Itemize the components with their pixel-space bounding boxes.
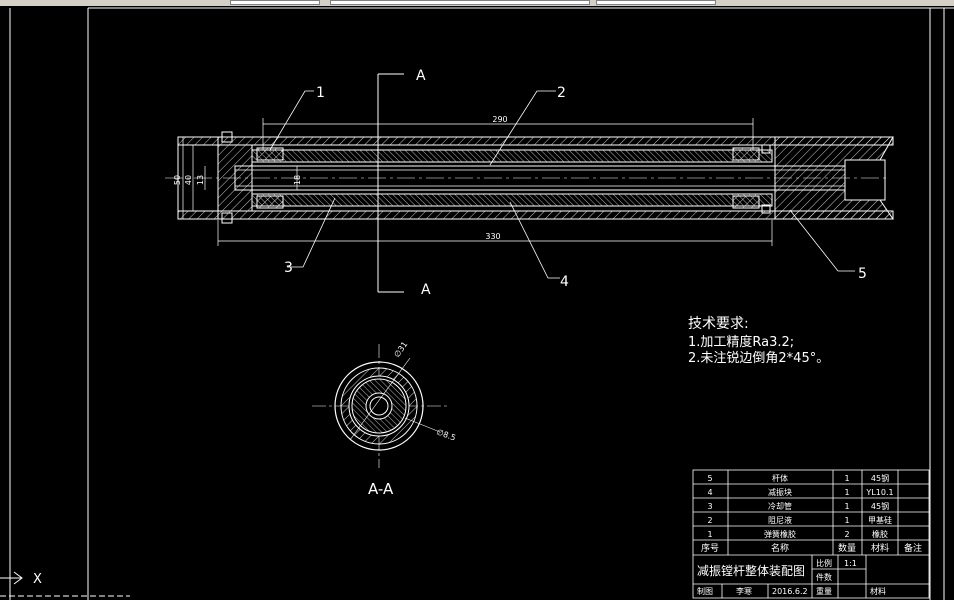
- row-material: 45钢: [871, 473, 889, 483]
- weight-label: 重量: [816, 586, 832, 596]
- row-no: 4: [707, 488, 712, 497]
- drawing-canvas[interactable]: 290 330 50 40 13 18 A A 1 2 3 4 5 ∅31 ∅8…: [0, 6, 954, 600]
- row-name: 弹簧橡胶: [764, 529, 796, 539]
- tech-req-line1: 1.加工精度Ra3.2;: [688, 334, 794, 350]
- header-no: 序号: [701, 542, 719, 554]
- dim-section-85: ∅8.5: [435, 427, 457, 442]
- section-mark-top: A: [416, 68, 426, 84]
- row-name: 冷却管: [768, 501, 792, 511]
- parts-list: 5 杆体 1 45钢 4 减振块 1 YL10.1 3 冷却管 1 45钢 2 …: [701, 473, 922, 554]
- drawing-title: 减振镗杆整体装配图: [697, 563, 805, 578]
- row-no: 5: [707, 474, 712, 483]
- scale-label: 比例: [816, 558, 832, 568]
- layer-dropdown[interactable]: [230, 0, 320, 5]
- dim-50: 50: [173, 175, 182, 185]
- material-label: 材料: [870, 586, 886, 596]
- dim-290: 290: [492, 115, 507, 124]
- part-label-3: 3: [284, 260, 293, 276]
- tech-req-line2: 2.未注锐边倒角2*45°。: [688, 351, 829, 366]
- section-mark-bottom: A: [421, 282, 431, 298]
- row-name: 杆体: [772, 473, 788, 483]
- title-block-grid: [692, 469, 930, 599]
- dim-section-31: ∅31: [392, 340, 409, 359]
- row-material: 45钢: [871, 501, 889, 511]
- tech-req-title: 技术要求:: [688, 316, 749, 332]
- section-title: A-A: [368, 480, 394, 498]
- drawing-frame: [9, 7, 954, 600]
- dim-40: 40: [184, 175, 193, 185]
- dim-330: 330: [485, 232, 500, 241]
- scale-value: 1:1: [844, 559, 857, 568]
- assembly-view: [165, 131, 894, 224]
- part-label-1: 1: [316, 85, 325, 101]
- ucs-icon: [0, 571, 130, 597]
- part-label-4: 4: [560, 274, 569, 290]
- row-no: 3: [707, 502, 712, 511]
- row-qty: 1: [844, 516, 849, 525]
- row-no: 1: [707, 530, 712, 539]
- dim-13: 13: [196, 175, 205, 185]
- row-qty: 1: [844, 488, 849, 497]
- row-material: YL10.1: [865, 488, 893, 497]
- drawn-name: 李寒: [736, 586, 752, 596]
- linetype-dropdown[interactable]: [330, 0, 590, 5]
- row-material: 甲基硅: [868, 515, 892, 525]
- drawn-date: 2016.6.2: [772, 587, 808, 596]
- row-no: 2: [707, 516, 712, 525]
- leaders: [269, 90, 855, 279]
- header-name: 名称: [771, 542, 789, 554]
- section-view-aa: [312, 344, 448, 468]
- part-label-2: 2: [557, 85, 566, 101]
- row-qty: 2: [844, 530, 849, 539]
- count-label: 件数: [816, 572, 832, 582]
- row-material: 橡胶: [872, 529, 888, 539]
- header-qty: 数量: [838, 542, 856, 554]
- header-note: 备注: [904, 542, 922, 554]
- lineweight-dropdown[interactable]: [596, 0, 716, 5]
- drawn-label: 制图: [697, 586, 713, 596]
- ucs-x-label: X: [33, 572, 42, 587]
- row-name: 阻尼液: [768, 515, 792, 525]
- row-qty: 1: [844, 474, 849, 483]
- row-name: 减振块: [768, 487, 792, 497]
- title-block-info: 减振镗杆整体装配图 比例 1:1 件数 制图 李寒 2016.6.2 重量 材料: [697, 558, 886, 596]
- dimensions: [182, 118, 773, 246]
- row-qty: 1: [844, 502, 849, 511]
- part-label-5: 5: [858, 266, 867, 282]
- section-cut-line: [377, 73, 404, 293]
- toolbar-strip: [0, 0, 954, 6]
- dim-18: 18: [293, 175, 302, 185]
- header-material: 材料: [871, 542, 889, 554]
